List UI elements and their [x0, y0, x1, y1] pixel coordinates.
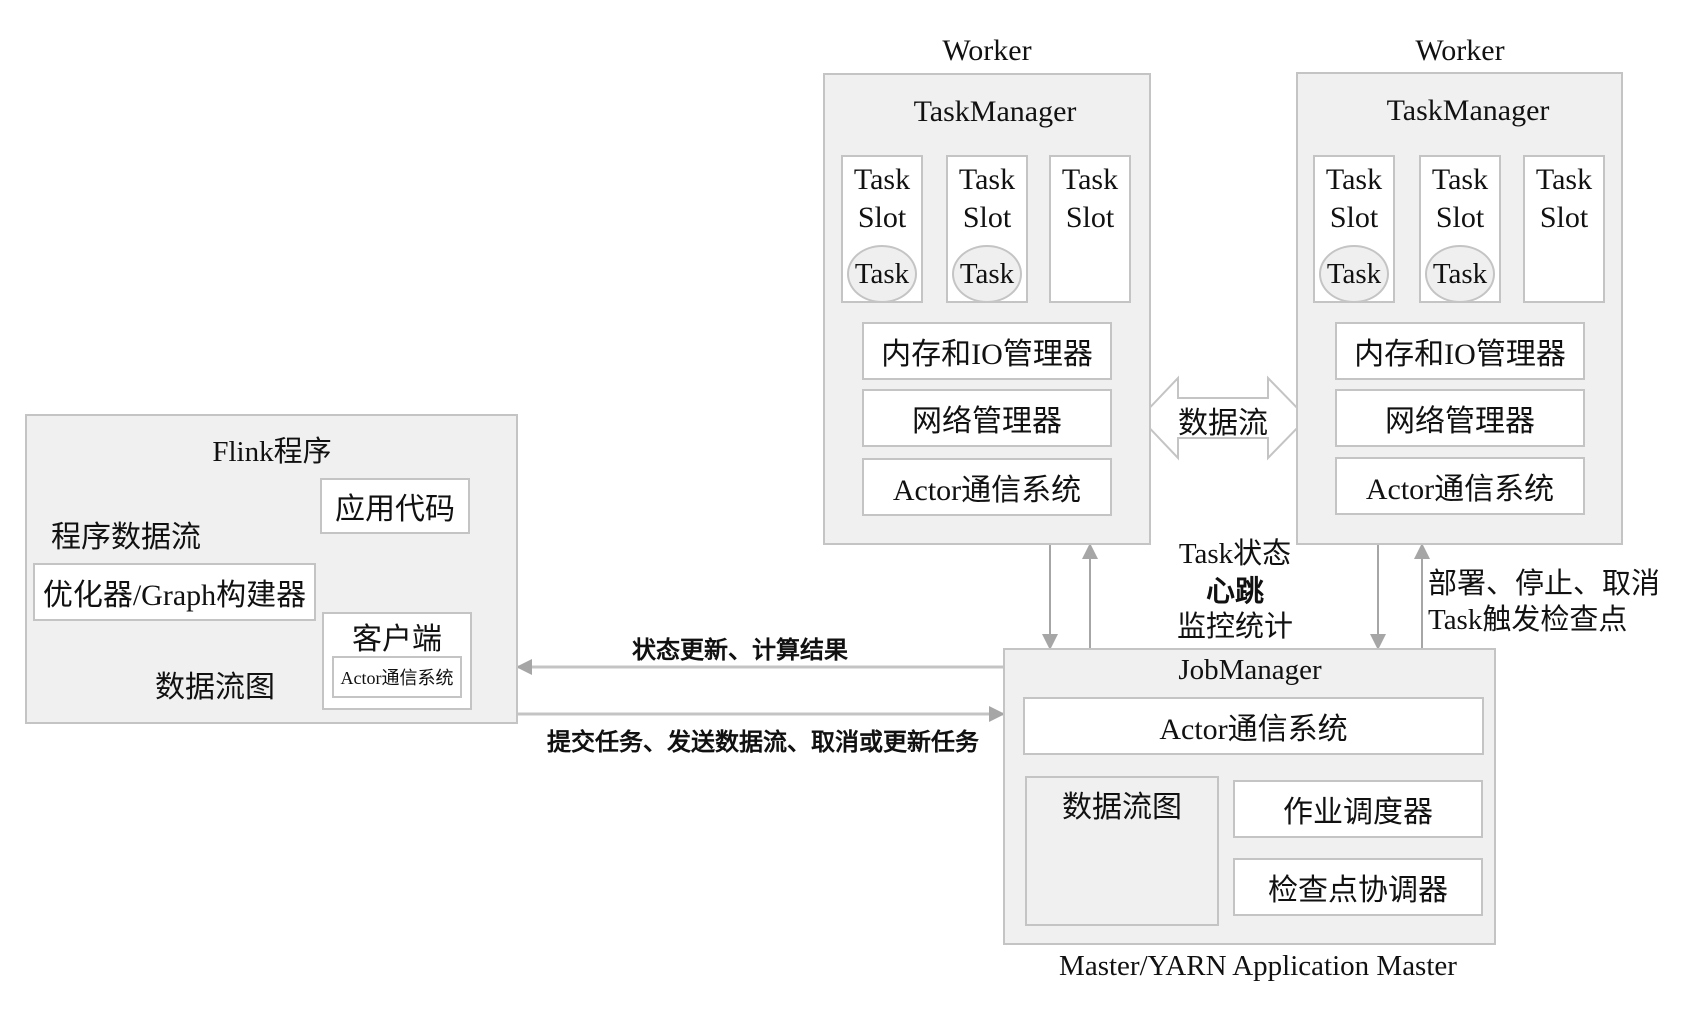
- worker2-title: Worker: [1415, 34, 1505, 67]
- flink-program-panel: Flink程序 应用代码 程序数据流 优化器/Graph构建器 客户端 Acto…: [25, 414, 518, 724]
- worker2-memory-io-manager: 内存和IO管理器: [1335, 322, 1585, 380]
- task-node: Task: [847, 245, 917, 303]
- deploy-label-line1: 部署、停止、取消: [1428, 568, 1661, 600]
- slot-label: Task: [1325, 163, 1383, 196]
- slot-label: Slot: [1065, 201, 1115, 234]
- worker2-panel: TaskManager Task Slot Task Task Slot Tas…: [1296, 72, 1623, 545]
- worker1-actor-system: Actor通信系统: [862, 458, 1112, 516]
- worker2-slot-3: Task Slot: [1523, 155, 1605, 303]
- task-node: Task: [952, 245, 1022, 303]
- worker1-memory-io-manager: 内存和IO管理器: [862, 322, 1112, 380]
- job-scheduler-box: 作业调度器: [1233, 780, 1483, 838]
- slot-label: Task: [958, 163, 1016, 196]
- slot-label: Slot: [1539, 201, 1589, 234]
- dataflow-label: 数据流: [1178, 407, 1268, 440]
- worker1-slot-2: Task Slot Task: [946, 155, 1028, 303]
- worker2-slot-2: Task Slot Task: [1419, 155, 1501, 303]
- task-node: Task: [1319, 245, 1389, 303]
- heartbeat-label-line2: 心跳: [1205, 576, 1264, 608]
- jobmanager-actor-system: Actor通信系统: [1023, 697, 1484, 755]
- worker2-actor-system: Actor通信系统: [1335, 457, 1585, 515]
- slot-label: Task: [1535, 163, 1593, 196]
- status-update-label: 状态更新、计算结果: [632, 638, 848, 664]
- slot-label: Slot: [1435, 201, 1485, 234]
- jobmanager-panel: JobManager Actor通信系统 数据流图 作业调度器 检查点协调器: [1003, 648, 1496, 945]
- dataflow-graph-label: 数据流图: [155, 671, 275, 704]
- worker2-taskmanager-title: TaskManager: [1386, 94, 1550, 127]
- program-dataflow-label: 程序数据流: [51, 521, 201, 554]
- submit-label: 提交任务、发送数据流、取消或更新任务: [547, 730, 979, 756]
- optimizer-graph-builder-box: 优化器/Graph构建器: [33, 563, 316, 621]
- slot-label: Task: [1431, 163, 1489, 196]
- worker1-network-manager: 网络管理器: [862, 389, 1112, 447]
- slot-label: Slot: [962, 201, 1012, 234]
- heartbeat-label-line1: Task状态: [1178, 538, 1292, 570]
- worker1-slot-3: Task Slot: [1049, 155, 1131, 303]
- worker1-panel: TaskManager Task Slot Task Task Slot Tas…: [823, 73, 1151, 545]
- master-footer-label: Master/YARN Application Master: [1059, 950, 1457, 982]
- jobmanager-dataflow-graph-title: 数据流图: [1062, 791, 1182, 824]
- worker1-title: Worker: [942, 34, 1032, 67]
- checkpoint-coordinator-box: 检查点协调器: [1233, 858, 1483, 916]
- heartbeat-label-line3: 监控统计: [1176, 611, 1293, 643]
- worker2-network-manager: 网络管理器: [1335, 389, 1585, 447]
- app-code-box: 应用代码: [320, 478, 470, 534]
- slot-label: Task: [1061, 163, 1119, 196]
- worker1-taskmanager-title: TaskManager: [913, 95, 1077, 128]
- slot-label: Task: [853, 163, 911, 196]
- jobmanager-title: JobManager: [1178, 654, 1322, 686]
- client-box: 客户端 Actor通信系统: [322, 612, 472, 710]
- jobmanager-dataflow-graph-box: 数据流图: [1025, 776, 1219, 926]
- flink-program-title: Flink程序: [212, 436, 332, 468]
- worker2-slot-1: Task Slot Task: [1313, 155, 1395, 303]
- client-title: 客户端: [352, 623, 442, 656]
- deploy-label-line2: Task触发检查点: [1428, 604, 1628, 636]
- client-actor-system: Actor通信系统: [332, 656, 462, 698]
- slot-label: Slot: [1329, 201, 1379, 234]
- worker1-slot-1: Task Slot Task: [841, 155, 923, 303]
- task-node: Task: [1425, 245, 1495, 303]
- slot-label: Slot: [857, 201, 907, 234]
